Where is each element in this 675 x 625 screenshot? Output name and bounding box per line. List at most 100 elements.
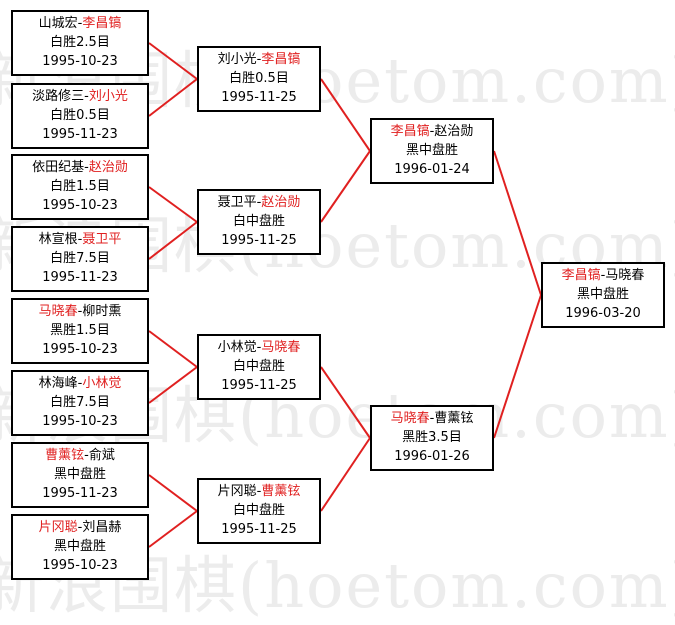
match-date: 1995-11-25 — [221, 90, 297, 105]
match-result: 白胜0.5目 — [50, 108, 110, 123]
player-one: 片冈聪 — [38, 520, 78, 535]
match-players: 李昌镐-赵治勋 — [372, 122, 492, 141]
match-result: 黑中盘胜 — [576, 287, 629, 302]
player-separator: - — [84, 160, 89, 175]
match-date: 1995-10-23 — [42, 558, 118, 573]
player-two: 赵治勋 — [88, 160, 128, 175]
match-date: 1995-11-23 — [42, 127, 118, 142]
player-one: 马晓春 — [38, 304, 78, 319]
match-players: 马晓春-柳时熏 — [13, 302, 147, 321]
bracket-connector — [148, 474, 198, 512]
player-one: 聂卫平 — [217, 195, 257, 210]
match-date: 1995-11-25 — [221, 522, 297, 537]
bracket-connector — [148, 330, 198, 368]
bracket-connector — [148, 366, 198, 404]
player-separator: - — [256, 195, 262, 210]
match-result: 白胜0.5目 — [229, 71, 289, 86]
player-one: 山城宏 — [38, 16, 78, 31]
player-one: 淡路修三 — [32, 89, 85, 104]
match-date: 1995-11-23 — [42, 270, 118, 285]
player-one: 依田纪基 — [32, 160, 85, 175]
match-players: 李昌镐-马晓春 — [543, 266, 663, 285]
player-two: 曹薰铉 — [261, 484, 301, 499]
match-box: 曹薰铉-俞斌黑中盘胜 1995-11-23 — [11, 442, 149, 508]
match-players: 山城宏-李昌镐 — [13, 14, 147, 33]
player-separator: - — [256, 484, 262, 499]
match-players: 片冈聪-曹薰铉 — [199, 482, 319, 501]
player-two: 赵治勋 — [261, 195, 301, 210]
player-separator: - — [429, 124, 435, 139]
match-date: 1996-01-24 — [394, 162, 470, 177]
match-result: 黑中盘胜 — [405, 143, 458, 158]
match-players: 片冈聪-刘昌赫 — [13, 518, 147, 537]
player-two: 柳时熏 — [82, 304, 122, 319]
match-players: 刘小光-李昌镐 — [199, 50, 319, 69]
player-one: 刘小光 — [217, 52, 257, 67]
match-players: 淡路修三-刘小光 — [13, 87, 147, 106]
match-box: 聂卫平-赵治勋白中盘胜 1995-11-25 — [197, 189, 321, 255]
bracket-connector — [493, 294, 542, 439]
player-one: 小林觉 — [217, 340, 257, 355]
match-box: 马晓春-曹薰铉黑胜3.5目 1996-01-26 — [370, 405, 494, 471]
bracket-connector — [493, 150, 542, 296]
match-players: 小林觉-马晓春 — [199, 338, 319, 357]
match-players: 林宣根-聂卫平 — [13, 230, 147, 249]
match-date: 1996-01-26 — [394, 449, 470, 464]
match-date: 1995-11-25 — [221, 233, 297, 248]
player-separator: - — [84, 89, 89, 104]
player-two: 马晓春 — [261, 340, 301, 355]
player-two: 马晓春 — [605, 268, 645, 283]
match-result: 黑中盘胜 — [53, 467, 106, 482]
player-separator: - — [77, 304, 83, 319]
bracket-connector — [148, 510, 198, 548]
player-separator: - — [84, 448, 89, 463]
player-two: 李昌镐 — [82, 16, 122, 31]
match-result: 白胜7.5目 — [50, 395, 110, 410]
match-date: 1995-11-23 — [42, 486, 118, 501]
player-one: 曹薰铉 — [45, 448, 85, 463]
player-two: 李昌镐 — [261, 52, 301, 67]
player-one: 林宣根 — [38, 232, 78, 247]
player-one: 林海峰 — [38, 376, 78, 391]
match-result: 黑胜3.5目 — [402, 430, 462, 445]
match-box: 依田纪基-赵治勋白胜1.5目 1995-10-23 — [11, 154, 149, 220]
bracket-connector — [320, 78, 371, 152]
player-one: 李昌镐 — [561, 268, 601, 283]
player-two: 聂卫平 — [82, 232, 122, 247]
match-result: 白中盘胜 — [232, 214, 285, 229]
match-date: 1996-03-20 — [565, 306, 641, 321]
bracket-connector — [148, 221, 198, 260]
player-two: 俞斌 — [88, 448, 115, 463]
match-box: 刘小光-李昌镐白胜0.5目 1995-11-25 — [197, 46, 321, 112]
player-separator: - — [256, 340, 262, 355]
bracket-connector — [148, 186, 198, 223]
player-two: 赵治勋 — [434, 124, 474, 139]
bracket-connector — [320, 366, 371, 439]
match-players: 马晓春-曹薰铉 — [372, 409, 492, 428]
player-separator: - — [256, 52, 262, 67]
bracket-lines — [148, 42, 542, 548]
bracket-connector — [320, 150, 371, 223]
match-box: 李昌镐-马晓春黑中盘胜 1996-03-20 — [541, 262, 665, 328]
match-result: 白中盘胜 — [232, 359, 285, 374]
match-result: 白中盘胜 — [232, 503, 285, 518]
match-box: 片冈聪-曹薰铉白中盘胜 1995-11-25 — [197, 478, 321, 544]
match-result: 白胜2.5目 — [50, 35, 110, 50]
match-box: 淡路修三-刘小光白胜0.5目 1995-11-23 — [11, 83, 149, 149]
match-date: 1995-10-23 — [42, 342, 118, 357]
player-separator: - — [77, 520, 83, 535]
player-separator: - — [429, 411, 435, 426]
match-players: 曹薰铉-俞斌 — [13, 446, 147, 465]
player-two: 曹薰铉 — [434, 411, 474, 426]
bracket-connector — [148, 42, 198, 80]
player-two: 刘小光 — [88, 89, 128, 104]
match-date: 1995-10-23 — [42, 198, 118, 213]
player-separator: - — [77, 232, 83, 247]
match-date: 1995-10-23 — [42, 54, 118, 69]
player-one: 马晓春 — [390, 411, 430, 426]
match-result: 白胜1.5目 — [50, 179, 110, 194]
match-players: 聂卫平-赵治勋 — [199, 193, 319, 212]
